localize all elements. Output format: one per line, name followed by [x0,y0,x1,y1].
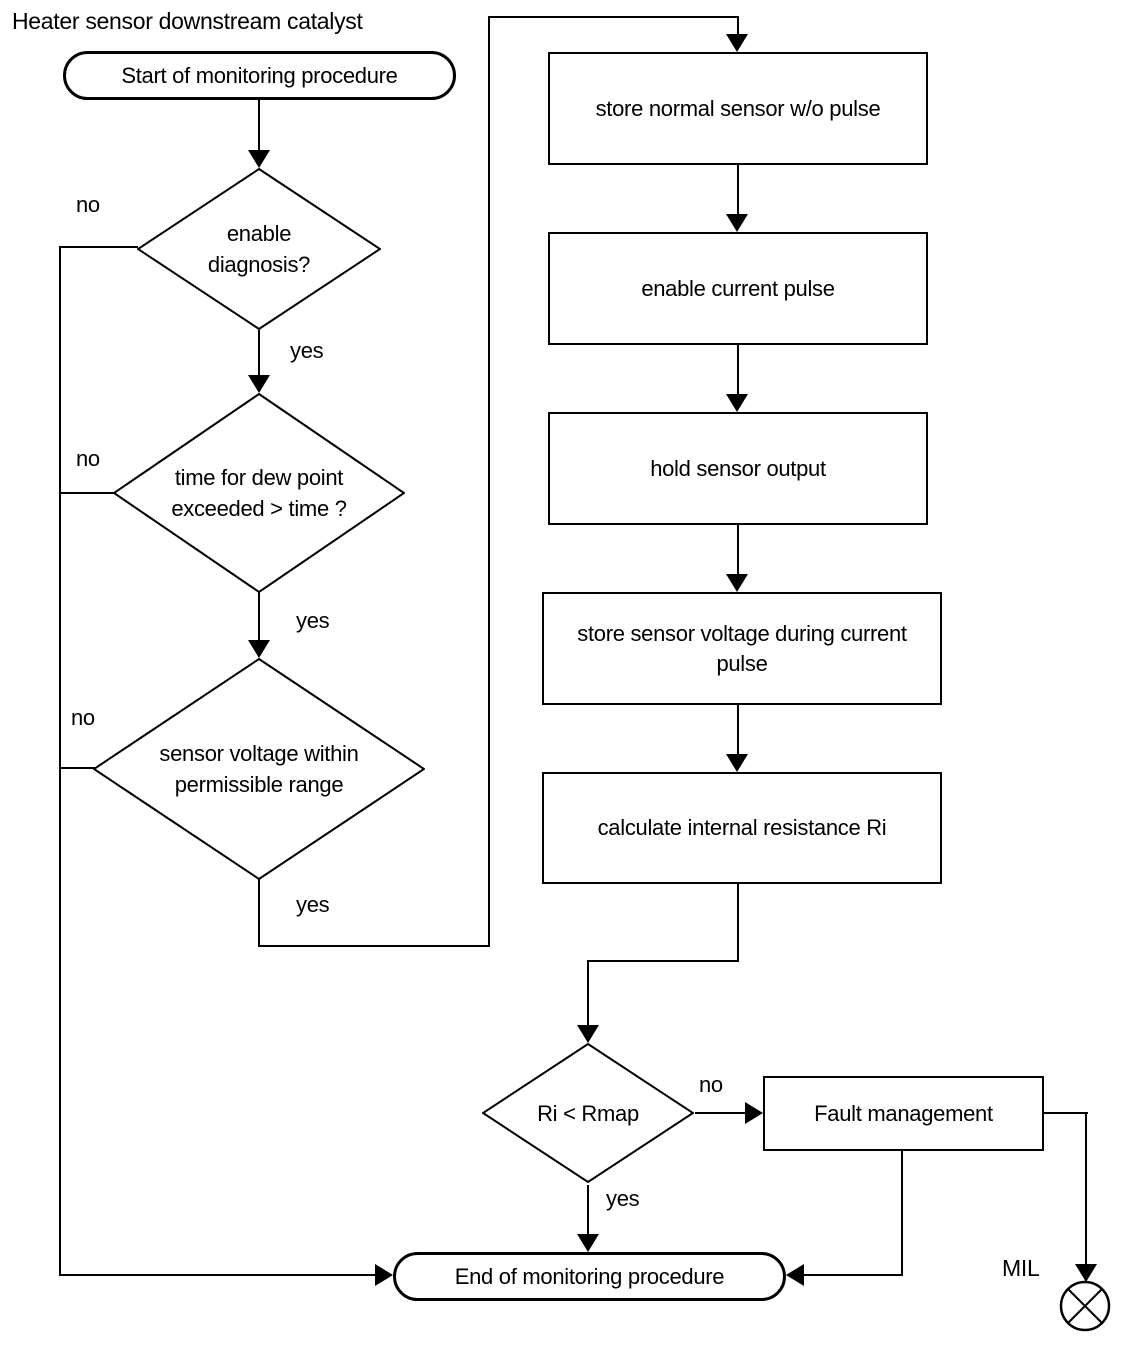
connector-start-to-d1 [258,100,260,152]
arrowhead-into-d4 [577,1025,599,1043]
decision-ri-rmap: Ri < Rmap [482,1043,694,1183]
decision-line: sensor voltage within [159,741,359,766]
edge-label-d1-no: no [76,192,100,217]
arrowhead-into-box2 [726,214,748,232]
connector-no-rail-to-end [59,1274,377,1276]
decision-line: time for dew point [174,465,344,490]
connector-fault-down [901,1150,903,1276]
arrowhead-into-box4 [726,574,748,592]
decision-sensor-voltage: sensor voltage within permissible range [93,658,425,880]
mil-lamp-icon [1059,1280,1111,1332]
process-hold-sensor-output: hold sensor output [548,412,928,525]
connector-d3-no [60,767,96,769]
connector-d4-yes [587,1185,589,1236]
connector-d1-yes [258,330,260,376]
process-label: hold sensor output [650,455,826,481]
connector-box3-box4 [737,525,739,576]
process-store-normal-sensor: store normal sensor w/o pulse [548,52,928,165]
arrowhead-into-box3 [726,394,748,412]
connector-box5-down [737,884,739,962]
arrowhead-into-box1 [726,34,748,52]
process-label: calculate internal resistance Ri [597,815,887,840]
process-label: enable current pulse [641,275,835,301]
process-enable-current-pulse: enable current pulse [548,232,928,345]
connector-box5-across [587,960,739,962]
mil-lamp-cross [1067,1288,1103,1324]
connector-d3-yes-across [258,945,490,947]
mil-label: MIL [1002,1255,1040,1281]
start-terminator: Start of monitoring procedure [63,51,456,100]
edge-label-d3-yes: yes [296,892,330,917]
arrowhead-into-end-left [375,1264,393,1286]
edge-label-d4-yes: yes [606,1186,640,1211]
arrowhead-into-d1 [248,150,270,168]
connector-right-rail-up [488,17,490,947]
connector-d2-yes [258,592,260,640]
decision-dew-point-shape [113,393,405,593]
connector-top-across [488,16,739,18]
connector-fault-to-end [802,1274,903,1276]
edge-label-d4-no: no [699,1072,723,1097]
connector-no-rail [59,246,61,1276]
connector-d1-no [60,246,138,248]
arrowhead-into-end-top [577,1234,599,1252]
edge-label-d3-no: no [71,705,95,730]
process-label: store normal sensor w/o pulse [595,95,881,121]
process-fault-management: Fault management [763,1076,1044,1151]
connector-into-box1 [737,16,739,36]
arrowhead-into-mil [1075,1264,1097,1282]
decision-sensor-voltage-shape [93,658,425,880]
connector-into-d4 [587,960,589,1027]
decision-line: exceeded > time ? [171,496,347,521]
process-label: store sensor voltage during current puls… [577,620,907,676]
connector-box2-box3 [737,345,739,396]
decision-line: Ri < Rmap [537,1100,639,1126]
arrowhead-into-box5 [726,754,748,772]
connector-box4-box5 [737,705,739,756]
decision-dew-point: time for dew point exceeded > time ? [113,393,405,593]
decision-ri-rmap-shape [482,1043,694,1183]
start-label: Start of monitoring procedure [121,62,398,88]
connector-d2-no [60,492,114,494]
connector-box1-box2 [737,165,739,216]
process-store-sensor-voltage: store sensor voltage during current puls… [542,592,942,705]
edge-label-d1-yes: yes [290,338,324,363]
connector-d4-no [695,1112,747,1114]
arrowhead-into-d2 [248,375,270,393]
edge-label-d2-no: no [76,446,100,471]
decision-line: enable [226,221,292,246]
arrowhead-into-d3 [248,640,270,658]
end-terminator: End of monitoring procedure [393,1252,786,1301]
process-label: Fault management [814,1100,993,1126]
decision-enable-diagnosis: enable diagnosis? [137,168,381,330]
process-calculate-internal-resistance: calculate internal resistance Ri [542,772,942,884]
diagram-title: Heater sensor downstream catalyst [12,8,363,34]
decision-line: permissible range [174,772,344,797]
connector-d3-yes-down [258,878,260,947]
arrowhead-into-fault [745,1102,763,1124]
decision-enable-diagnosis-shape [137,168,381,330]
decision-line: diagnosis? [207,252,311,277]
end-label: End of monitoring procedure [454,1263,725,1289]
connector-fault-right [1043,1112,1088,1114]
edge-label-d2-yes: yes [296,608,330,633]
arrowhead-into-end-right [786,1264,804,1286]
connector-to-mil [1085,1112,1087,1266]
